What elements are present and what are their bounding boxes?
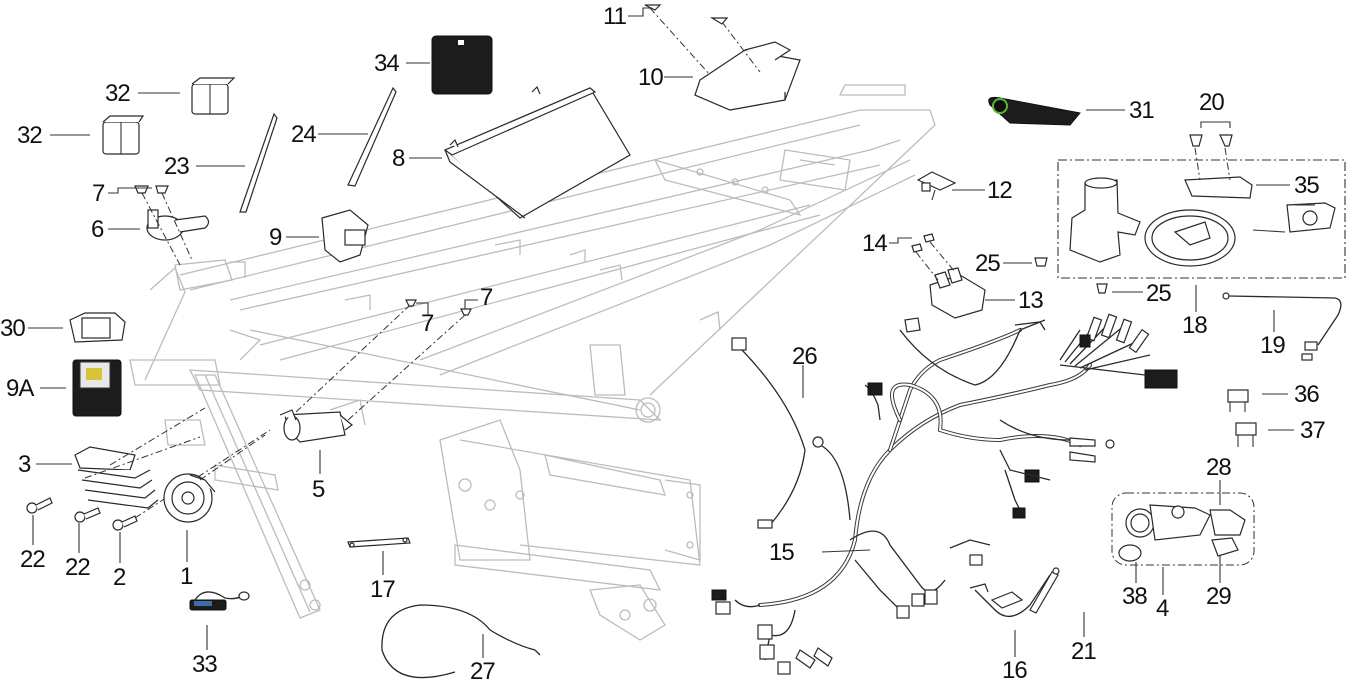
- lean-angle-sensor: [988, 96, 1081, 126]
- bolt-22b: [74, 507, 101, 523]
- sub-harness-16: [969, 567, 1060, 617]
- callout-7-top: 7: [92, 180, 105, 207]
- grommet-25b: [1096, 283, 1108, 294]
- callout-22-left: 22: [20, 546, 46, 573]
- band-strap: [347, 537, 411, 548]
- motorcycle-frame: [129, 84, 936, 641]
- bracket-clip: [916, 171, 957, 201]
- callout-7-mid-left: 7: [421, 310, 434, 337]
- callout-27: 27: [470, 658, 496, 685]
- callout-17: 17: [370, 576, 396, 603]
- callout-24: 24: [291, 121, 317, 148]
- ecu-unit: [644, 4, 801, 111]
- starter-relay: [911, 233, 986, 319]
- callout-37: 37: [1300, 417, 1326, 444]
- black-control-module: [431, 35, 493, 95]
- cdi-unit: [72, 359, 122, 417]
- callout-25-lower: 25: [1146, 280, 1172, 307]
- callout-20: 20: [1199, 89, 1225, 116]
- callout-3: 3: [18, 451, 31, 478]
- callout-6: 6: [91, 216, 104, 243]
- callout-1: 1: [180, 563, 193, 590]
- cable-tie-24: [347, 86, 397, 187]
- wire-lead-27: [381, 604, 541, 679]
- bolt-2: [112, 429, 271, 531]
- relay-upper: [191, 77, 236, 115]
- callout-34: 34: [374, 50, 400, 77]
- callout-7-mid-right: 7: [480, 284, 493, 311]
- callout-28: 28: [1206, 454, 1232, 481]
- callout-12: 12: [987, 177, 1013, 204]
- callout-29: 29: [1206, 583, 1232, 610]
- callout-25-upper: 25: [975, 250, 1001, 277]
- cable-tie-23: [239, 112, 278, 213]
- callout-38: 38: [1122, 583, 1148, 610]
- callout-4: 4: [1156, 595, 1169, 622]
- leader-lines: [28, 7, 1294, 658]
- callout-32-upper: 32: [105, 80, 131, 107]
- bolt-22a: [26, 497, 53, 514]
- callout-36: 36: [1294, 381, 1320, 408]
- handlebar-switch-set-4: [1111, 492, 1255, 566]
- battery: [443, 85, 631, 219]
- callout-19: 19: [1260, 332, 1286, 359]
- callout-22-right: 22: [65, 554, 91, 581]
- flasher-relay: [321, 209, 369, 263]
- callout-11: 11: [603, 3, 627, 30]
- callout-2: 2: [113, 564, 126, 591]
- sensor-unit: [189, 591, 250, 611]
- callout-18: 18: [1182, 312, 1208, 339]
- main-wiring-harness: [711, 313, 1178, 675]
- callout-33: 33: [192, 651, 218, 678]
- seat-lock-cable: [1222, 292, 1342, 361]
- horn: [163, 434, 266, 523]
- callout-30: 30: [0, 315, 26, 342]
- ignition-lock-set-18: [1057, 134, 1346, 279]
- callout-35: 35: [1294, 172, 1320, 199]
- fuse-36: [1227, 389, 1249, 412]
- handlebar-bracket: [134, 185, 210, 266]
- callout-9: 9: [269, 224, 282, 251]
- callout-9a: 9A: [6, 375, 34, 402]
- callout-16: 16: [1002, 657, 1028, 684]
- callout-10: 10: [638, 64, 664, 91]
- callout-26: 26: [792, 343, 818, 370]
- callout-32-lower: 32: [17, 122, 43, 149]
- rubber-mount: [69, 312, 126, 343]
- fuse-37: [1235, 422, 1257, 447]
- callout-13: 13: [1018, 287, 1044, 314]
- callout-5: 5: [312, 476, 325, 503]
- callout-21: 21: [1071, 638, 1097, 665]
- voltage-regulator-rectifier: [74, 407, 206, 509]
- callout-31: 31: [1129, 97, 1155, 124]
- callout-15: 15: [769, 539, 795, 566]
- relay-lower: [102, 115, 145, 155]
- callout-8: 8: [392, 145, 405, 172]
- grommet-25a: [1034, 257, 1048, 267]
- ground-wire-26: [731, 337, 806, 529]
- callout-23: 23: [164, 153, 190, 180]
- foam-pad: [990, 591, 1024, 609]
- callout-14: 14: [862, 230, 888, 257]
- solenoid-coil: [279, 299, 472, 443]
